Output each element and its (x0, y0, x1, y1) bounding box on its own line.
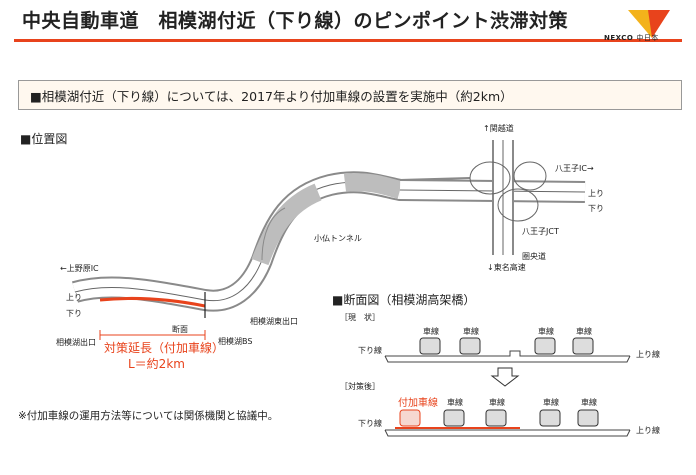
after-kudari: 下り線 (358, 419, 382, 428)
current-kudari: 下り線 (358, 346, 382, 355)
label-kudari-right: 下り (588, 204, 604, 213)
after-lane-3: 車線 (543, 398, 559, 407)
countermeasure-length: L＝約2km (128, 357, 185, 371)
label-danmen: 断面 (172, 325, 188, 334)
current-lane-3: 車線 (538, 327, 554, 336)
label-kanetsu: ↑関越道 (483, 124, 514, 133)
summary-banner (18, 80, 682, 110)
current-lane-1: 車線 (423, 327, 439, 336)
label-sagamiko-east-exit: 相模湖東出口 (250, 317, 298, 326)
title-underline (14, 39, 682, 42)
after-lane-4: 車線 (581, 398, 597, 407)
current-label: ［現 状］ (340, 313, 380, 322)
location-map-heading: ■位置図 (20, 132, 68, 146)
label-nobori-left: 上り (66, 293, 82, 302)
after-label: ［対策後］ (340, 382, 380, 391)
label-hachioji-ic: 八王子IC→ (555, 164, 594, 173)
label-nobori-right: 上り (588, 189, 604, 198)
summary-text: ■相模湖付近（下り線）については、2017年より付加車線の設置を実施中（約2km… (30, 89, 513, 104)
label-ken-o-do: 圏央道 (522, 252, 546, 261)
label-hachioji-jct: 八王子JCT (522, 227, 559, 236)
current-lane-2: 車線 (463, 327, 479, 336)
page-title: 中央自動車道 相模湖付近（下り線）のピンポイント渋滞対策 (22, 10, 569, 32)
current-nobori: 上り線 (636, 350, 660, 359)
nexco-logo-icon (614, 8, 674, 44)
after-lane-2: 車線 (489, 398, 505, 407)
after-nobori: 上り線 (636, 426, 660, 435)
label-tomei: ↓東名高速 (487, 263, 526, 272)
label-uenohara-ic: ←上野原IC (60, 264, 99, 273)
after-added-lane: 付加車線 (398, 398, 438, 409)
label-sagamiko-exit: 相模湖出口 (56, 338, 96, 347)
current-lane-4: 車線 (576, 327, 592, 336)
footnote: ※付加車線の運用方法等については関係機関と協議中。 (18, 410, 279, 422)
label-kobotoke-tunnel: 小仏トンネル (314, 234, 362, 243)
label-kudari-left: 下り (66, 309, 82, 318)
logo-text: NEXCO 中日本 (604, 34, 659, 42)
countermeasure-label: 対策延長（付加車線） (104, 341, 225, 355)
label-sagamiko-bs: 相模湖BS (218, 337, 253, 346)
cross-section-heading: ■断面図（相模湖高架橋） (332, 293, 476, 307)
after-lane-1: 車線 (447, 398, 463, 407)
